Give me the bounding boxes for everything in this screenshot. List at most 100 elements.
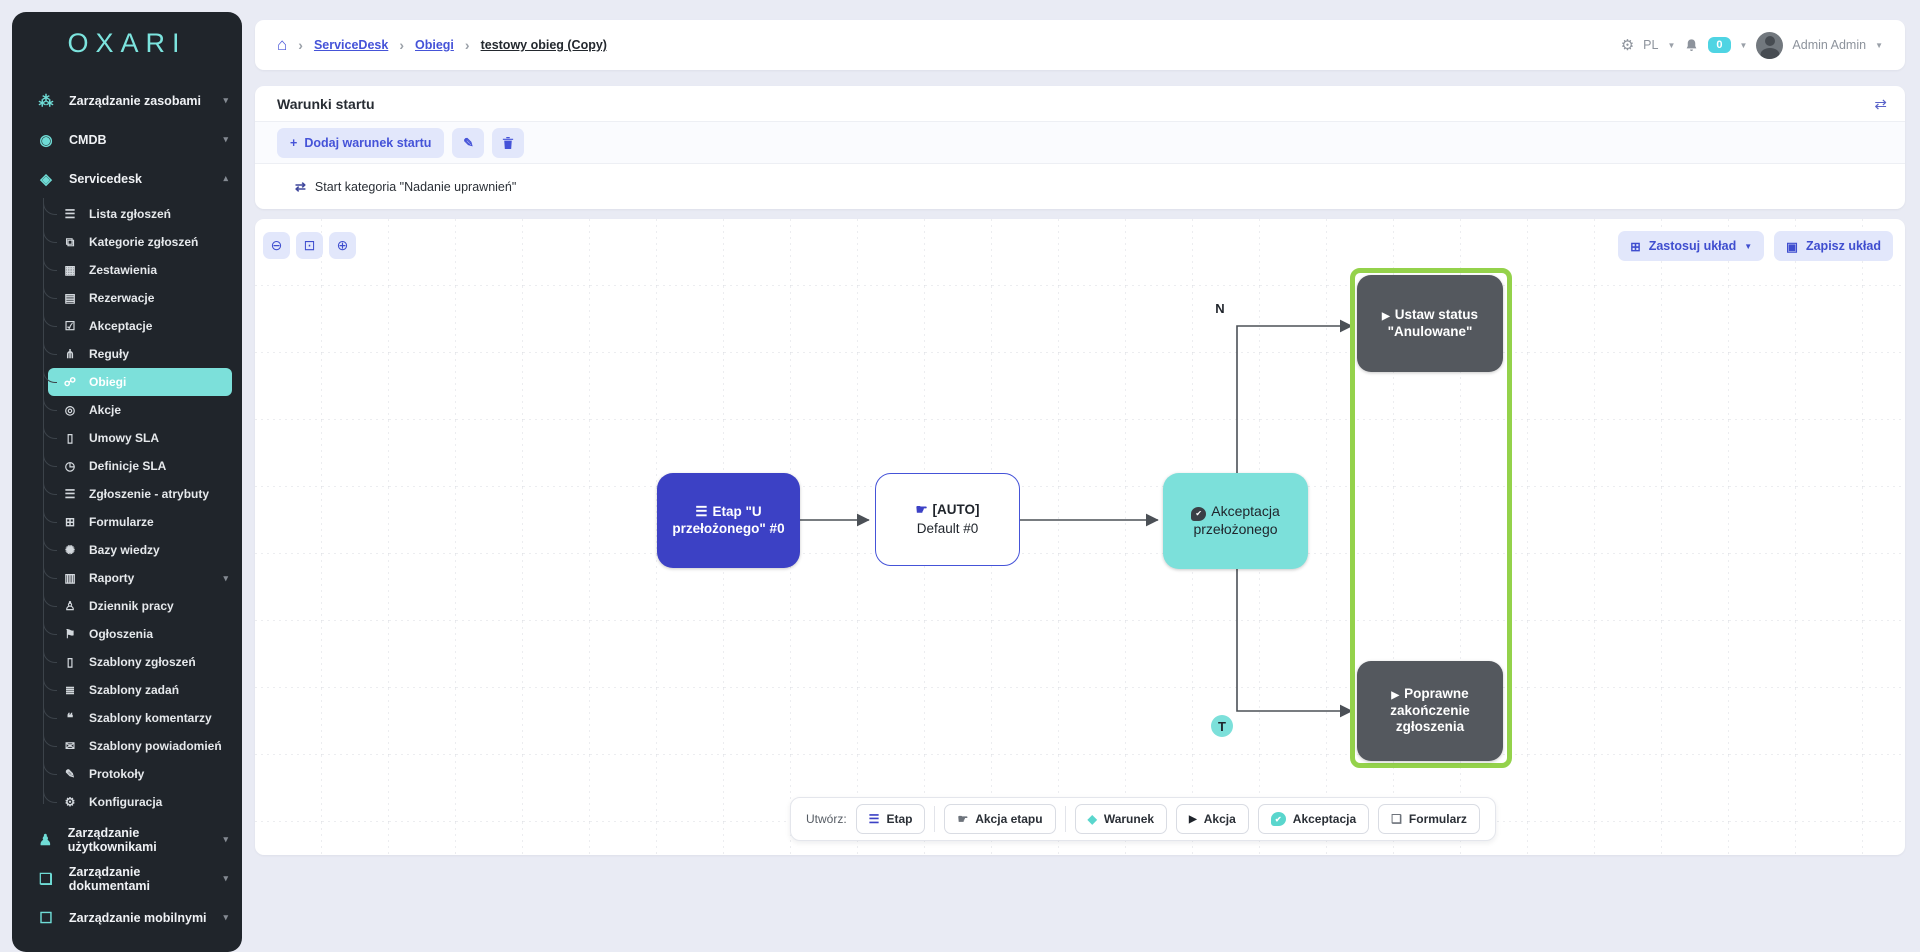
sidebar-item-akceptacje[interactable]: ☑ Akceptacje xyxy=(12,312,242,340)
sidebar-item-label: Akceptacje xyxy=(89,319,152,333)
user-name: Admin Admin xyxy=(1792,38,1866,52)
sidebar-item-dziennik-pracy[interactable]: ♙Dziennik pracy xyxy=(12,592,242,620)
sidebar-item-szablony-powiadomien[interactable]: ✉ Szablony powiadomień xyxy=(12,732,242,760)
sidebar-item-label: Szablony powiadomień xyxy=(89,739,222,753)
sidebar-item-zestawienia[interactable]: ▦Zestawienia xyxy=(12,256,242,284)
create-warunek-button[interactable]: ◆ Warunek xyxy=(1075,804,1167,834)
sidebar-item-protokoly[interactable]: ✎Protokoły xyxy=(12,760,242,788)
node-set-status-cancelled[interactable]: ▶Ustaw status "Anulowane" xyxy=(1357,275,1503,372)
breadcrumb-separator-icon: › xyxy=(465,37,470,53)
chevron-down-icon: ▼ xyxy=(1744,242,1752,251)
create-toolbar-label: Utwórz: xyxy=(806,812,847,826)
panel-title: Warunki startu xyxy=(255,86,1905,122)
sidebar-item-lista-zgloszen[interactable]: ☰Lista zgłoszeń xyxy=(12,200,242,228)
sidebar-item-szablony-komentarzy[interactable]: ❝Szablony komentarzy xyxy=(12,704,242,732)
workflow-canvas[interactable]: ⊖ ⊡ ⊕ ⊞ Zastosuj układ ▼ ▣ Zapisz układ … xyxy=(255,219,1905,855)
apply-layout-button[interactable]: ⊞ Zastosuj układ ▼ xyxy=(1618,231,1764,261)
sidebar-item-obiegi[interactable]: ☍Obiegi xyxy=(12,368,242,396)
node-finish-success[interactable]: ▶Poprawne zakończenie zgłoszenia xyxy=(1357,661,1503,761)
sidebar-item-bazy-wiedzy[interactable]: ✺Bazy wiedzy xyxy=(12,536,242,564)
breadcrumb-link[interactable]: ServiceDesk xyxy=(314,38,388,52)
sidebar-item-pill: ◎Akcje xyxy=(48,397,232,423)
list-icon: ☰ xyxy=(61,207,79,221)
chevron-down-icon[interactable]: ▼ xyxy=(1875,41,1883,50)
create-button-label: Warunek xyxy=(1104,812,1154,826)
breadcrumb-separator-icon: › xyxy=(399,37,404,53)
sidebar-item-umowy-sla[interactable]: ▯Umowy SLA xyxy=(12,424,242,452)
language-selector[interactable]: PL xyxy=(1643,38,1658,52)
attributes-icon: ☰ xyxy=(61,487,79,501)
start-condition-item[interactable]: ⇄ Start kategoria "Nadanie uprawnień" xyxy=(255,164,1905,209)
chevron-up-icon: ▴ xyxy=(223,173,228,184)
sidebar-item-label: Szablony zadań xyxy=(89,683,179,697)
hand-pointer-icon: ☛ xyxy=(915,502,927,517)
sidebar-section-label: Zarządzanie zasobami xyxy=(69,94,201,108)
sidebar-item-formularze[interactable]: ⊞Formularze xyxy=(12,508,242,536)
check-list-icon: ☑ xyxy=(61,319,79,333)
sidebar-item-konfiguracja[interactable]: ⚙Konfiguracja xyxy=(12,788,242,816)
edge-label-yes: T xyxy=(1211,715,1233,737)
sidebar-item-label: Szablony zgłoszeń xyxy=(89,655,196,669)
sidebar-item-raporty[interactable]: ▥Raporty▾ xyxy=(12,564,242,592)
save-layout-button[interactable]: ▣ Zapisz układ xyxy=(1774,231,1893,261)
create-akceptacja-button[interactable]: ✔Akceptacja xyxy=(1258,804,1369,834)
sidebar-item-rezerwacje[interactable]: ▤Rezerwacje xyxy=(12,284,242,312)
header-bar: ⌂ ›ServiceDesk›Obiegi›testowy obieg (Cop… xyxy=(255,20,1905,70)
start-condition-label: Start kategoria "Nadanie uprawnień" xyxy=(315,180,516,194)
zoom-in-button[interactable]: ⊕ xyxy=(329,232,356,259)
sidebar-item-pill: ✺Bazy wiedzy xyxy=(48,537,232,563)
target-icon: ◎ xyxy=(61,403,79,417)
sidebar-item-pill: ☍Obiegi xyxy=(48,368,232,396)
create-akcja-button[interactable]: ▶Akcja xyxy=(1176,804,1249,834)
chevron-down-icon[interactable]: ▼ xyxy=(1740,41,1748,50)
sidebar-section-zarzadzanie-mobilnymi[interactable]: ☐Zarządzanie mobilnymi▾ xyxy=(12,898,242,937)
sidebar-item-definicje-sla[interactable]: ◷Definicje SLA xyxy=(12,452,242,480)
create-etap-button[interactable]: ☰Etap xyxy=(856,804,926,834)
chevron-down-icon: ▾ xyxy=(223,834,228,845)
sidebar-section-zarzadzanie-zasobami[interactable]: ⁂Zarządzanie zasobami▾ xyxy=(12,81,242,120)
sidebar-item-label: Zgłoszenie - atrybuty xyxy=(89,487,209,501)
sidebar-item-reguly[interactable]: ⋔Reguły xyxy=(12,340,242,368)
node-auto-action[interactable]: ☛[AUTO] Default #0 xyxy=(875,473,1020,566)
sidebar-section-zarzadzanie-dokumentami[interactable]: ❏Zarządzanie dokumentami▾ xyxy=(12,859,242,898)
node-acceptance[interactable]: ✔Akceptacja przełożonego xyxy=(1163,473,1308,569)
chevron-down-icon: ▾ xyxy=(223,573,228,584)
edit-button[interactable]: ✎ xyxy=(452,128,484,158)
calendar-icon: ▤ xyxy=(61,291,79,305)
notification-badge[interactable]: 0 xyxy=(1708,37,1730,53)
home-icon[interactable]: ⌂ xyxy=(277,35,287,55)
sidebar-item-pill: ≣Szablony zadań xyxy=(48,677,232,703)
create-formularz-button[interactable]: ❏Formularz xyxy=(1378,804,1480,834)
avatar[interactable] xyxy=(1756,32,1783,59)
documents-icon: ❏ xyxy=(34,870,58,888)
sidebar-item-szablony-zadan[interactable]: ≣Szablony zadań xyxy=(12,676,242,704)
bell-icon[interactable] xyxy=(1684,38,1699,53)
sidebar-item-zgloszenie-atrybuty[interactable]: ☰ Zgłoszenie - atrybuty xyxy=(12,480,242,508)
breadcrumb-current[interactable]: testowy obieg (Copy) xyxy=(481,38,607,52)
sidebar-section-label: Zarządzanie użytkownikami xyxy=(68,826,224,854)
create-akcja-etapu-button[interactable]: ☛Akcja etapu xyxy=(944,804,1055,834)
sidebar-item-szablony-zgloszen[interactable]: ▯Szablony zgłoszeń xyxy=(12,648,242,676)
sidebar-item-pill: ⧉Kategorie zgłoszeń xyxy=(48,229,232,255)
delete-button[interactable] xyxy=(492,128,524,158)
fit-view-button[interactable]: ⊡ xyxy=(296,232,323,259)
template-mail-icon: ✉ xyxy=(61,739,79,753)
sidebar-section-zarzadzanie-uzytkownikami[interactable]: ♟Zarządzanie użytkownikami▾ xyxy=(12,820,242,859)
sidebar-section-cmdb[interactable]: ◉CMDB▾ xyxy=(12,120,242,159)
table-icon: ▦ xyxy=(61,263,79,277)
sidebar-section-label: Servicedesk xyxy=(69,172,142,186)
settings-gear-icon[interactable]: ⚙ xyxy=(1621,36,1634,54)
sidebar-item-ogloszenia[interactable]: ⚑Ogłoszenia xyxy=(12,620,242,648)
node-stage[interactable]: ☰Etap "U przełożonego" #0 xyxy=(657,473,800,568)
repeat-icon[interactable]: ⇄ xyxy=(1874,95,1887,113)
sidebar-item-pill: ▯Umowy SLA xyxy=(48,425,232,451)
sidebar-item-kategorie-zgloszen[interactable]: ⧉Kategorie zgłoszeń xyxy=(12,228,242,256)
announcement-icon: ⚑ xyxy=(61,627,79,641)
add-start-condition-button[interactable]: + Dodaj warunek startu xyxy=(277,128,444,158)
sidebar-section-servicedesk[interactable]: ◈Servicedesk▴ xyxy=(12,159,242,198)
diamond-icon: ◆ xyxy=(1088,812,1097,826)
breadcrumb-link[interactable]: Obiegi xyxy=(415,38,454,52)
check-icon: ✔ xyxy=(1271,812,1286,826)
sidebar-item-akcje[interactable]: ◎Akcje xyxy=(12,396,242,424)
zoom-out-button[interactable]: ⊖ xyxy=(263,232,290,259)
